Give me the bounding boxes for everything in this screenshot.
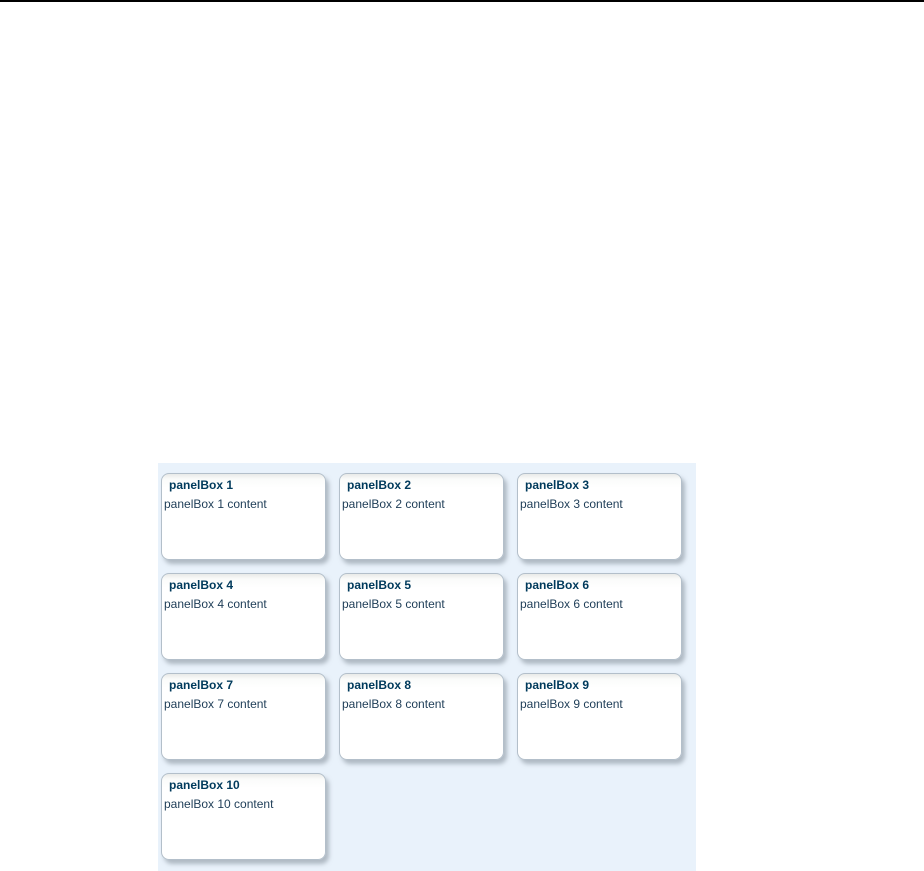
panel-box-title: panelBox 5 xyxy=(347,578,412,592)
panel-box-title: panelBox 3 xyxy=(525,478,590,492)
panel-box-title: panelBox 7 xyxy=(169,678,234,692)
panel-box-3: panelBox 3 panelBox 3 content xyxy=(517,473,682,560)
panel-box-content: panelBox 10 content xyxy=(164,797,274,811)
panel-box-title: panelBox 1 xyxy=(169,478,234,492)
panel-box-4: panelBox 4 panelBox 4 content xyxy=(161,573,326,660)
panel-box-8: panelBox 8 panelBox 8 content xyxy=(339,673,504,760)
panel-box-title: panelBox 6 xyxy=(525,578,590,592)
panel-box-6: panelBox 6 panelBox 6 content xyxy=(517,573,682,660)
panel-box-9: panelBox 9 panelBox 9 content xyxy=(517,673,682,760)
panel-box-2: panelBox 2 panelBox 2 content xyxy=(339,473,504,560)
panel-box-title: panelBox 10 xyxy=(169,778,240,792)
panel-box-7: panelBox 7 panelBox 7 content xyxy=(161,673,326,760)
panel-box-10: panelBox 10 panelBox 10 content xyxy=(161,773,326,860)
panel-box-content: panelBox 5 content xyxy=(342,597,445,611)
panel-grid: panelBox 1 panelBox 1 content panelBox 2… xyxy=(161,473,696,860)
panel-box-content: panelBox 7 content xyxy=(164,697,267,711)
panel-box-5: panelBox 5 panelBox 5 content xyxy=(339,573,504,660)
panel-box-1: panelBox 1 panelBox 1 content xyxy=(161,473,326,560)
panel-box-content: panelBox 8 content xyxy=(342,697,445,711)
panel-box-title: panelBox 8 xyxy=(347,678,412,692)
panel-box-content: panelBox 4 content xyxy=(164,597,267,611)
panel-box-content: panelBox 6 content xyxy=(520,597,623,611)
panel-box-content: panelBox 9 content xyxy=(520,697,623,711)
window-top-border xyxy=(0,0,924,2)
panel-box-title: panelBox 2 xyxy=(347,478,412,492)
panel-grid-container: panelBox 1 panelBox 1 content panelBox 2… xyxy=(158,463,696,871)
panel-box-content: panelBox 1 content xyxy=(164,497,267,511)
panel-box-title: panelBox 9 xyxy=(525,678,590,692)
panel-box-content: panelBox 2 content xyxy=(342,497,445,511)
panel-box-title: panelBox 4 xyxy=(169,578,234,592)
panel-box-content: panelBox 3 content xyxy=(520,497,623,511)
